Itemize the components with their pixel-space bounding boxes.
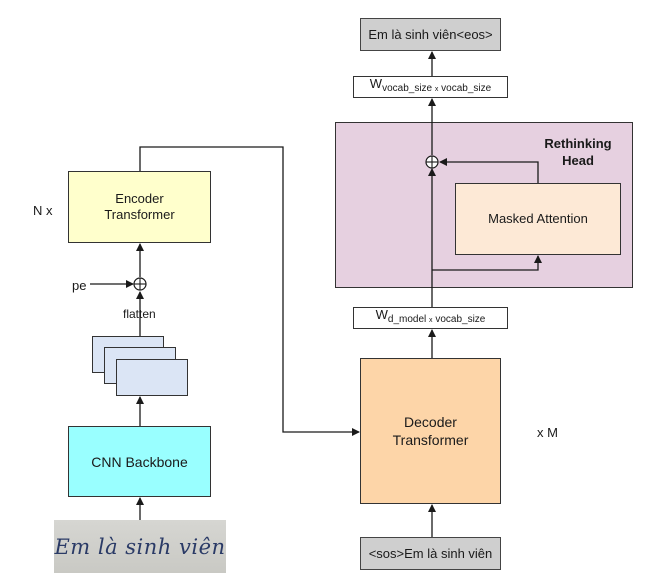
encoder-label-line2: Transformer [104, 207, 175, 222]
arrow-to-masked-attention [432, 255, 542, 271]
masked-attention-label: Masked Attention [488, 211, 588, 226]
encoder-add-node [133, 277, 147, 291]
dmodel-projection-label: Wd_model x vocab_size [375, 306, 486, 326]
handwriting-input-image: Em là sinh viên [54, 520, 226, 573]
arrow-encoder-to-decoder [139, 146, 360, 436]
dmodel-projection-box: Wd_model x vocab_size [353, 307, 508, 329]
positional-encoding-label: pe [72, 278, 87, 293]
cnn-backbone-block: CNN Backbone [68, 426, 211, 497]
vocab-projection-box: Wvocab_size x vocab_size [353, 76, 508, 98]
rethinking-title-line2: Head [562, 153, 594, 168]
rethinking-head-title: Rethinking Head [528, 135, 628, 169]
output-tokens-text: Em là sinh viên<eos> [368, 26, 493, 42]
vocab-projection-label: Wvocab_size x vocab_size [369, 75, 492, 95]
decoder-transformer-block: Decoder Transformer [360, 358, 501, 504]
rethinking-title-line1: Rethinking [544, 136, 612, 151]
masked-attention-block: Masked Attention [455, 183, 621, 255]
rethinking-add-node [425, 155, 439, 169]
input-tokens-text: <sos>Em là sinh viên [368, 545, 493, 561]
input-tokens-box: <sos>Em là sinh viên [360, 537, 501, 570]
encoder-transformer-block: Encoder Transformer [68, 171, 211, 243]
cnn-backbone-label: CNN Backbone [91, 453, 188, 470]
encoder-label-line1: Encoder [115, 191, 164, 206]
output-tokens-box: Em là sinh viên<eos> [360, 18, 501, 51]
decoder-repeat-label: x M [537, 425, 558, 440]
arrow-attention-to-plus [439, 158, 539, 183]
handwriting-text: Em là sinh viên [54, 534, 226, 559]
decoder-label-line2: Transformer [392, 432, 469, 448]
decoder-label-line1: Decoder [404, 414, 457, 430]
feature-map-3 [116, 359, 188, 396]
encoder-repeat-label: N x [33, 203, 53, 218]
